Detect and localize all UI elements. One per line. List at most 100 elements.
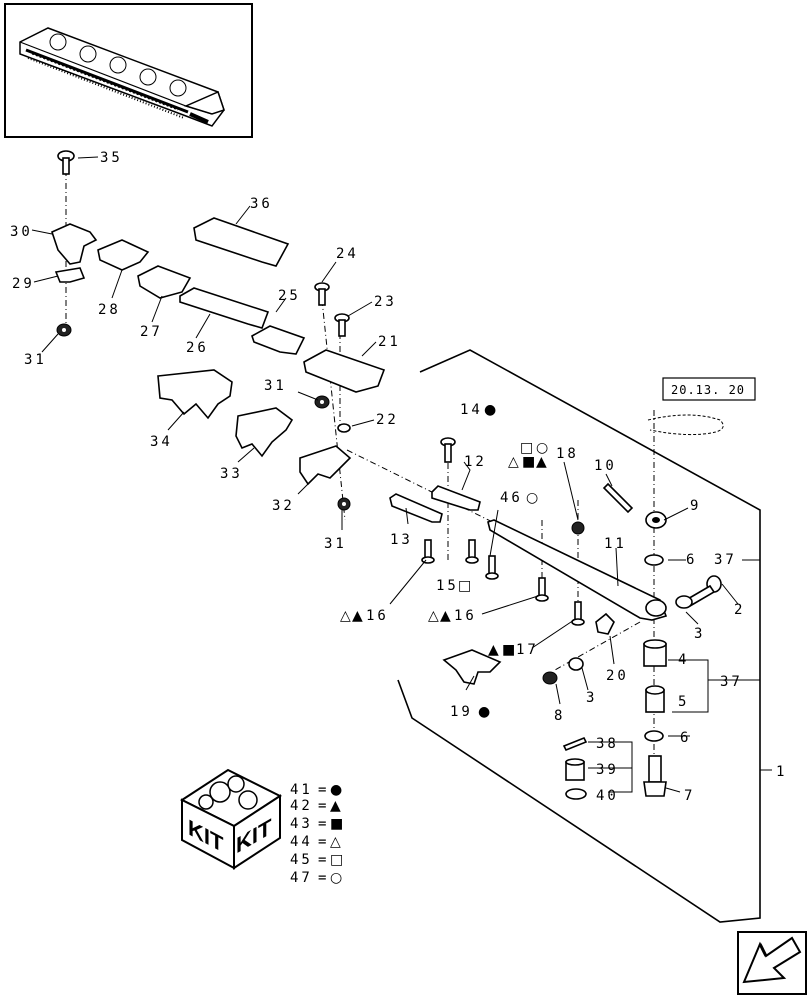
legend-symbol-43: ■	[330, 816, 343, 832]
bracket-30	[51, 223, 98, 265]
bushing-4	[643, 639, 667, 667]
callout-31b: 31	[264, 378, 287, 394]
callout-18: 18	[556, 446, 579, 462]
washer-6a	[644, 554, 664, 566]
callout-22: 22	[376, 412, 399, 428]
legend-symbol-41: ●	[330, 782, 342, 798]
callout-16b: 16	[454, 608, 477, 624]
legend-eq-43: =	[318, 816, 329, 832]
legend-number-45: 45	[290, 852, 313, 868]
symbol-18-filled-triangle: ▲	[536, 454, 547, 470]
bolt-17	[571, 601, 585, 626]
callout-25: 25	[278, 288, 301, 304]
symbol-18-filled-square: ■	[522, 454, 535, 470]
symbol-16a-outline: △	[340, 608, 351, 624]
legend-number-43: 43	[290, 816, 313, 832]
kit-box-icon	[179, 768, 283, 870]
symbol-18-top-square: □	[520, 440, 533, 456]
bolt-46	[485, 555, 499, 580]
callout-33: 33	[220, 466, 243, 482]
bolt-23	[334, 313, 350, 337]
plate-26	[179, 287, 270, 329]
guard-32	[299, 445, 352, 486]
bushing-39	[565, 758, 585, 781]
bushing-5	[645, 685, 665, 713]
callout-39: 39	[596, 762, 619, 778]
strap-12	[431, 485, 481, 511]
previous-page-arrow-icon[interactable]	[737, 931, 807, 995]
clip-29	[54, 267, 86, 283]
plate-21	[303, 349, 386, 393]
strap-13	[389, 493, 443, 523]
callout-35: 35	[100, 150, 123, 166]
guard-34	[157, 369, 233, 420]
callout-40: 40	[596, 788, 619, 804]
callout-38: 38	[596, 736, 619, 752]
callout-8: 8	[554, 708, 565, 724]
callout-15: 15	[436, 578, 459, 594]
legend-eq-47: =	[318, 870, 329, 886]
reference-box	[662, 377, 756, 401]
symbol-18-outline-triangle: △	[508, 454, 519, 470]
callout-23: 23	[374, 294, 397, 310]
bolt-7	[643, 755, 667, 797]
callout-28: 28	[98, 302, 121, 318]
plate-36	[193, 217, 290, 267]
guard-33	[235, 407, 294, 458]
legend-symbol-42: ▲	[330, 798, 341, 814]
callout-3a: 3	[694, 626, 705, 642]
nut-18	[571, 521, 585, 535]
legend-number-47: 47	[290, 870, 313, 886]
bolt-14	[440, 437, 456, 463]
kit-legend: 41 = ● 42 = ▲ 43 = ■ 44 = △ 45 = □ 47 = …	[290, 782, 343, 886]
callout-26: 26	[186, 340, 209, 356]
bolt-24	[314, 282, 330, 306]
legend-eq-41: =	[318, 782, 329, 798]
callout-7: 7	[684, 788, 695, 804]
callout-13: 13	[390, 532, 413, 548]
symbol-17-square: ■	[502, 642, 515, 658]
callout-31c: 31	[324, 536, 347, 552]
callout-4: 4	[678, 652, 689, 668]
callout-6a: 6	[686, 552, 697, 568]
callout-3b: 3	[586, 690, 597, 706]
bolt-16a	[421, 539, 435, 564]
legend-eq-44: =	[318, 834, 329, 850]
pin-10	[602, 482, 634, 514]
callout-21: 21	[378, 334, 401, 350]
symbol-46: ○	[526, 490, 538, 506]
legend-eq-42: =	[318, 798, 329, 814]
symbol-18-top-circle: ○	[536, 440, 548, 456]
washer-3b	[568, 657, 584, 671]
symbol-19: ●	[478, 704, 490, 720]
block-20	[595, 612, 615, 635]
callout-37b: 37	[720, 674, 743, 690]
plate-28	[97, 239, 150, 271]
bolt-35	[57, 150, 75, 175]
assembly-group-outline	[397, 349, 761, 923]
symbol-17-triangle: ▲	[488, 642, 499, 658]
callout-20: 20	[606, 668, 629, 684]
callout-36: 36	[250, 196, 273, 212]
plate-25	[251, 325, 306, 355]
callout-6b: 6	[680, 730, 691, 746]
callout-24: 24	[336, 246, 359, 262]
symbol-15: □	[458, 578, 471, 594]
callout-17: 17	[516, 642, 539, 658]
plate-19	[442, 649, 502, 685]
legend-symbol-45: □	[330, 852, 343, 868]
nut-31b	[314, 395, 330, 409]
symbol-16a-filled: ▲	[352, 608, 363, 624]
header-assembly-thumbnail	[4, 3, 253, 138]
plate-27	[137, 265, 192, 299]
washer-22	[337, 423, 351, 433]
nut-8	[542, 671, 558, 685]
washer-6b	[644, 730, 664, 742]
pin-38	[562, 736, 588, 752]
callout-14: 14	[460, 402, 483, 418]
callout-10: 10	[594, 458, 617, 474]
nut-9	[645, 511, 667, 529]
callout-27: 27	[140, 324, 163, 340]
nut-31c	[337, 497, 351, 511]
